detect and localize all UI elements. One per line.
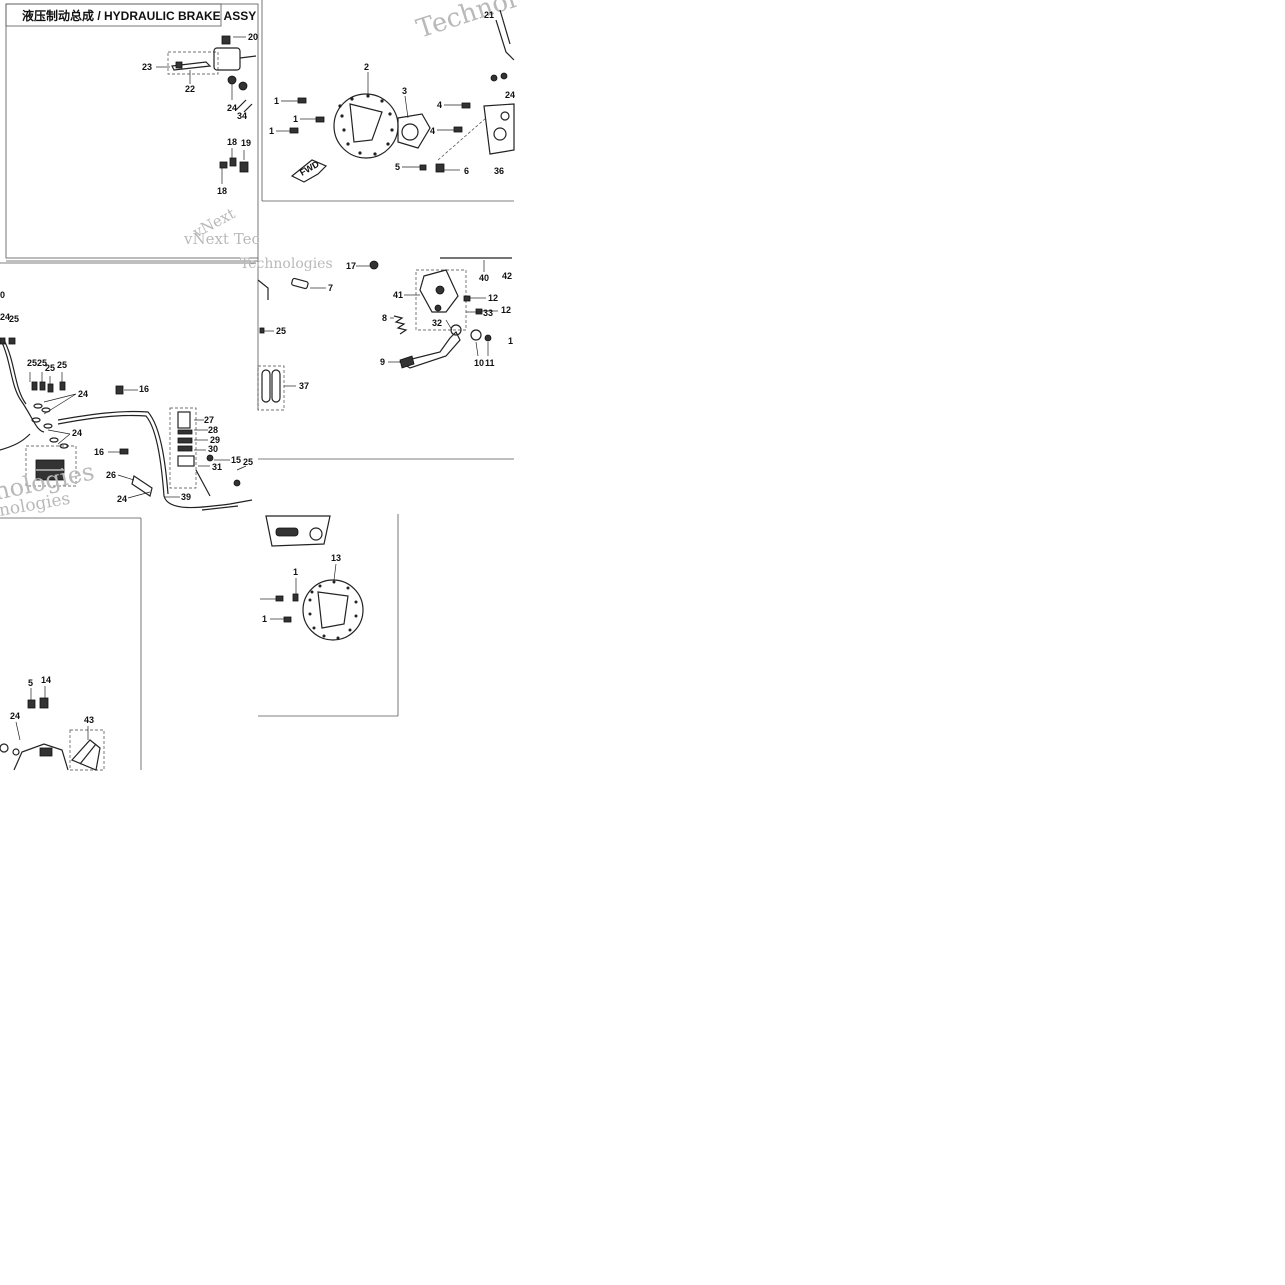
- rear-master-cylinder: [131, 407, 239, 511]
- callout-0: 0: [0, 290, 5, 300]
- tile-bottom-left: 5 14 24 43: [0, 517, 142, 771]
- callout-1: 1: [508, 336, 513, 346]
- callout-16a: 16: [139, 384, 149, 394]
- callout-40: 40: [479, 273, 489, 283]
- callout-1a: 1: [274, 96, 279, 106]
- callout-1b: 1: [262, 614, 267, 624]
- rear-caliper: [0, 697, 69, 771]
- brake-pads: [257, 365, 285, 411]
- callout-29: 29: [210, 435, 220, 445]
- callout-25e: 25: [57, 360, 67, 370]
- callout-24b: 24: [78, 389, 88, 399]
- front-brake-disc: [333, 93, 399, 159]
- tile-top-right: Technol: [261, 0, 520, 202]
- callout-17: 17: [346, 261, 356, 271]
- tile-middle-left: 0 24 25 25 25 25 25 24 16 27 28 29 30 31…: [0, 262, 256, 521]
- callout-5: 5: [28, 678, 33, 688]
- callout-25a: 25: [9, 314, 19, 324]
- callout-24: 24: [10, 711, 20, 721]
- callout-14: 14: [41, 675, 51, 685]
- callout-1c: 1: [269, 126, 274, 136]
- watermark-6: Technologies: [240, 256, 333, 272]
- rear-master-assy: [259, 257, 512, 342]
- callout-42: 42: [502, 271, 512, 281]
- callout-11: 11: [485, 358, 495, 368]
- bolts: [289, 97, 471, 173]
- tile-top-left: 液压制动总成 / HYDRAULIC BRAKE ASSY 20 23 22 2…: [5, 3, 260, 262]
- callout-18: 18: [227, 137, 237, 147]
- callout-30: 30: [208, 444, 218, 454]
- rear-brake-pedal: [398, 324, 462, 369]
- callout-19: 19: [241, 138, 251, 148]
- callout-9: 9: [380, 357, 385, 367]
- callout-4b: 4: [430, 126, 435, 136]
- sensor-ring: [397, 113, 431, 149]
- brake-hose-main: [0, 337, 45, 433]
- callout-5: 5: [395, 162, 400, 172]
- callout-43: 43: [84, 715, 94, 725]
- tile-middle-right: Technologies: [240, 256, 514, 460]
- callout-7: 7: [328, 283, 333, 293]
- callout-2: 2: [364, 62, 369, 72]
- disc-bolts: [275, 593, 299, 623]
- fwd-arrow-icon: FWD: [290, 159, 328, 183]
- callout-22: 22: [185, 84, 195, 94]
- callout-25c: 25: [37, 358, 47, 368]
- callout-4a: 4: [437, 100, 442, 110]
- callout-1a: 1: [293, 567, 298, 577]
- callout-16b: 16: [94, 447, 104, 457]
- callout-23: 23: [142, 62, 152, 72]
- rear-pads: [69, 729, 105, 771]
- watermark-1: vNext Tec: [183, 230, 260, 248]
- callout-34: 34: [237, 111, 247, 121]
- callout-12b: 12: [501, 305, 511, 315]
- callout-25f: 25: [243, 457, 253, 467]
- callout-25: 25: [276, 326, 286, 336]
- brake-hose-rear: [57, 414, 253, 509]
- callout-1b: 1: [293, 114, 298, 124]
- callout-6: 6: [464, 166, 469, 176]
- callout-41: 41: [393, 290, 403, 300]
- front-caliper: [483, 9, 515, 155]
- callout-12a: 12: [488, 293, 498, 303]
- callout-39: 39: [181, 492, 191, 502]
- callout-15: 15: [231, 455, 241, 465]
- callout-33: 33: [483, 308, 493, 318]
- diagram-title: 液压制动总成 / HYDRAULIC BRAKE ASSY: [22, 8, 256, 23]
- rear-caliper-fragment: [265, 515, 331, 547]
- callout-18b: 18: [217, 186, 227, 196]
- callout-21: 21: [484, 10, 494, 20]
- front-master-cylinder: [167, 35, 257, 173]
- callout-25d: 25: [45, 363, 55, 373]
- banjo-bolts: [0, 337, 241, 487]
- abs-module: [25, 445, 77, 487]
- callout-3: 3: [402, 86, 407, 96]
- callout-24d: 24: [117, 494, 127, 504]
- callout-27: 27: [204, 415, 214, 425]
- callout-24a: 24: [0, 312, 10, 322]
- tile-bottom-right: 13 1 1: [258, 514, 399, 717]
- callout-13: 13: [331, 553, 341, 563]
- rear-brake-disc: [302, 579, 364, 641]
- callout-24c: 24: [72, 428, 82, 438]
- callout-20: 20: [248, 32, 258, 42]
- callout-26: 26: [106, 470, 116, 480]
- callout-10: 10: [474, 358, 484, 368]
- callout-28: 28: [208, 425, 218, 435]
- callout-8: 8: [382, 313, 387, 323]
- callout-24: 24: [505, 90, 515, 100]
- callout-37: 37: [299, 381, 309, 391]
- callout-31: 31: [212, 462, 222, 472]
- callout-24: 24: [227, 103, 237, 113]
- callout-36: 36: [494, 166, 504, 176]
- callout-32: 32: [432, 318, 442, 328]
- callout-25b: 25: [27, 358, 37, 368]
